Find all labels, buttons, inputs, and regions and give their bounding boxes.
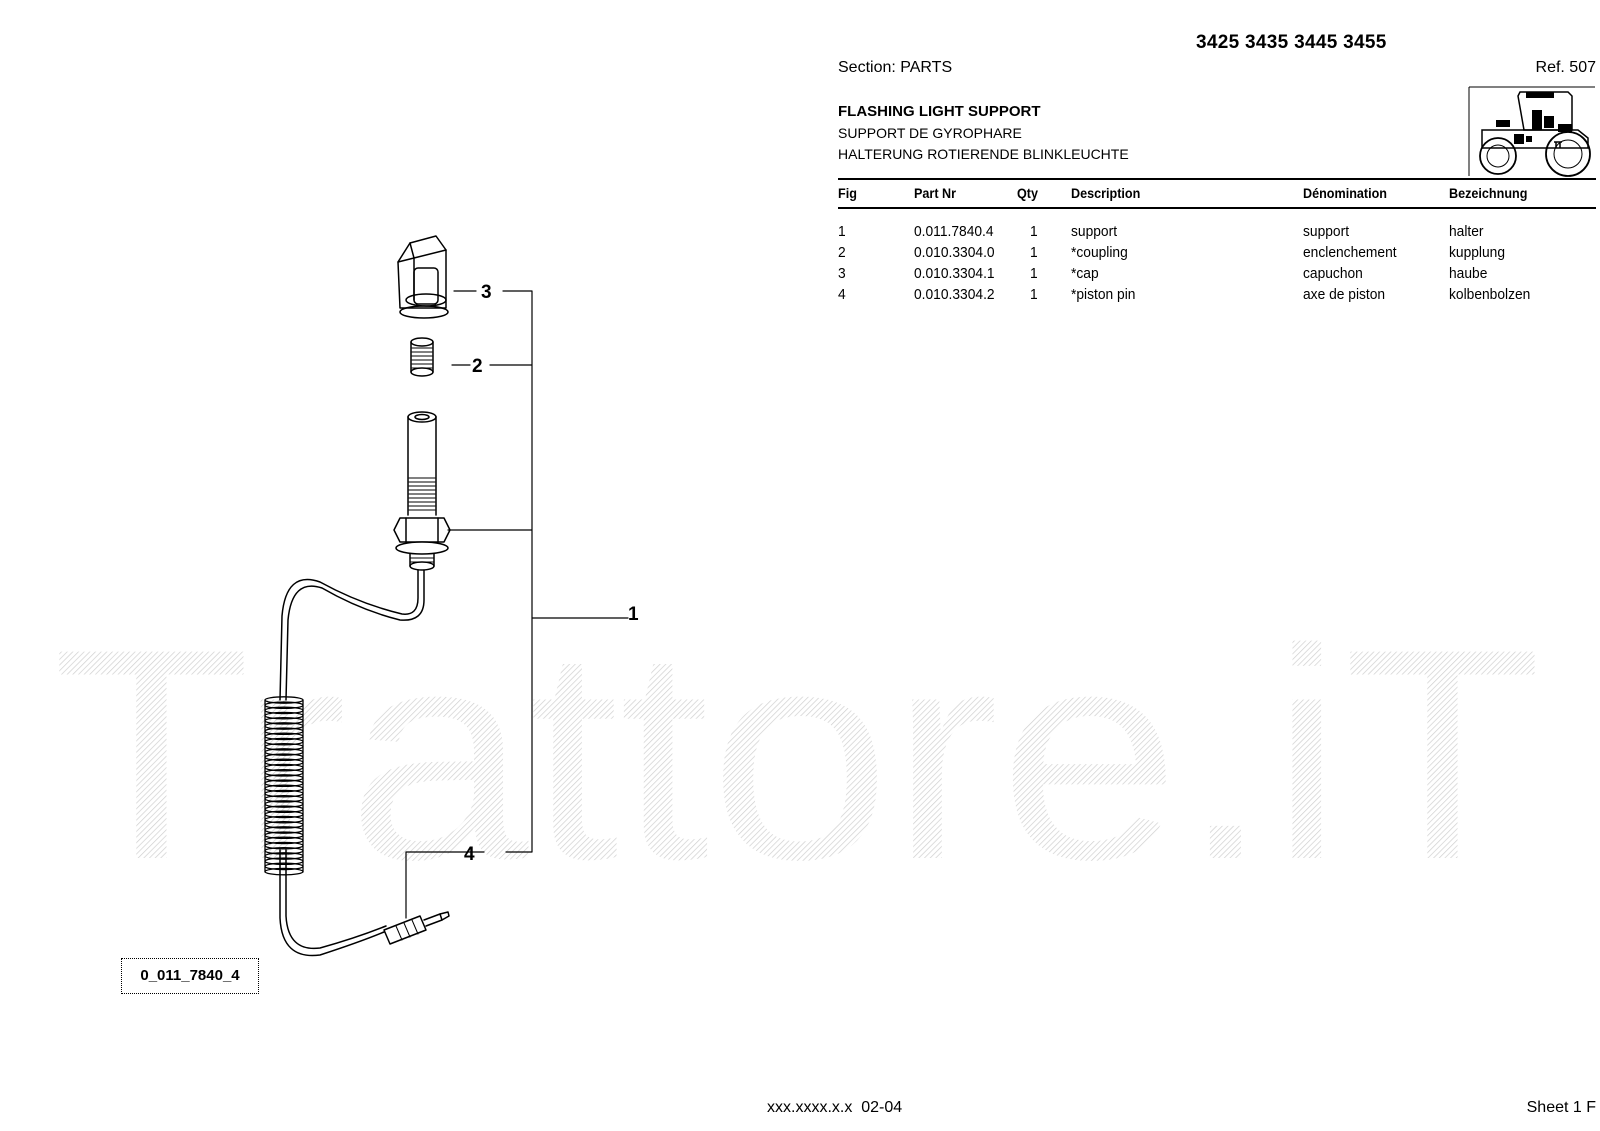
col-header-description: Description xyxy=(1071,185,1141,201)
cell-fig: 1 xyxy=(838,223,846,240)
exploded-parts-diagram: 3 2 1 4 xyxy=(264,235,639,957)
cell-part-nr: 0.010.3304.0 xyxy=(914,244,995,261)
cell-description: *cap xyxy=(1071,265,1099,282)
cell-bezeichnung: haube xyxy=(1449,265,1488,282)
callout-1: 1 xyxy=(628,604,639,625)
cap-part xyxy=(397,235,449,319)
col-header-bezeichnung: Bezeichnung xyxy=(1449,185,1528,201)
cell-bezeichnung: kupplung xyxy=(1449,244,1506,261)
cell-denomination: capuchon xyxy=(1303,265,1363,282)
callout-2: 2 xyxy=(472,356,483,377)
cable-coil xyxy=(264,696,304,876)
footer-code: xxx.xxxx.x.x 02-04 xyxy=(767,1099,903,1116)
table-top-rule xyxy=(838,178,1596,180)
col-header-fig: Fig xyxy=(838,185,857,201)
cell-qty: 1 xyxy=(1030,223,1038,240)
support-tube-part xyxy=(393,411,451,571)
callout-3: 3 xyxy=(481,282,492,303)
cell-qty: 1 xyxy=(1030,265,1038,282)
cell-part-nr: 0.010.3304.1 xyxy=(914,265,995,282)
cell-qty: 1 xyxy=(1030,244,1038,261)
cell-qty: 1 xyxy=(1030,286,1038,303)
cell-description: *coupling xyxy=(1071,244,1128,261)
coupling-part xyxy=(410,337,434,377)
title-english: FLASHING LIGHT SUPPORT xyxy=(838,103,1041,120)
coil-outline xyxy=(264,699,304,873)
cell-fig: 4 xyxy=(838,286,846,303)
section-label: Section: PARTS xyxy=(838,59,953,76)
cell-part-nr: 0.010.3304.2 xyxy=(914,286,995,303)
tractor-thumbnail-icon xyxy=(1468,86,1595,177)
col-header-part-nr: Part Nr xyxy=(914,185,957,201)
cell-bezeichnung: kolbenbolzen xyxy=(1449,286,1531,303)
ref-number: Ref. 507 xyxy=(1535,59,1596,76)
figure-code-box: 0_011_7840_4 xyxy=(121,958,259,994)
col-header-qty: Qty xyxy=(1017,185,1039,201)
piston-pin-part xyxy=(383,911,450,945)
cell-fig: 2 xyxy=(838,244,846,261)
table-header-rule xyxy=(838,207,1596,209)
cell-denomination: enclenchement xyxy=(1303,244,1397,261)
sheet-number: Sheet 1 F xyxy=(1526,1099,1596,1116)
callout-4: 4 xyxy=(464,844,475,865)
model-numbers: 3425 3435 3445 3455 xyxy=(1196,32,1387,53)
leader-lines xyxy=(405,290,629,919)
cell-denomination: axe de piston xyxy=(1303,286,1386,303)
cell-description: *piston pin xyxy=(1071,286,1136,303)
cell-part-nr: 0.011.7840.4 xyxy=(914,223,994,240)
cell-fig: 3 xyxy=(838,265,846,282)
col-header-denomination: Dénomination xyxy=(1303,185,1388,201)
title-french: SUPPORT DE GYROPHARE xyxy=(838,125,1022,141)
cell-bezeichnung: halter xyxy=(1449,223,1484,240)
cell-denomination: support xyxy=(1303,223,1350,240)
coiled-cable xyxy=(279,569,425,957)
title-german: HALTERUNG ROTIERENDE BLINKLEUCHTE xyxy=(838,146,1129,162)
cell-description: support xyxy=(1071,223,1118,240)
